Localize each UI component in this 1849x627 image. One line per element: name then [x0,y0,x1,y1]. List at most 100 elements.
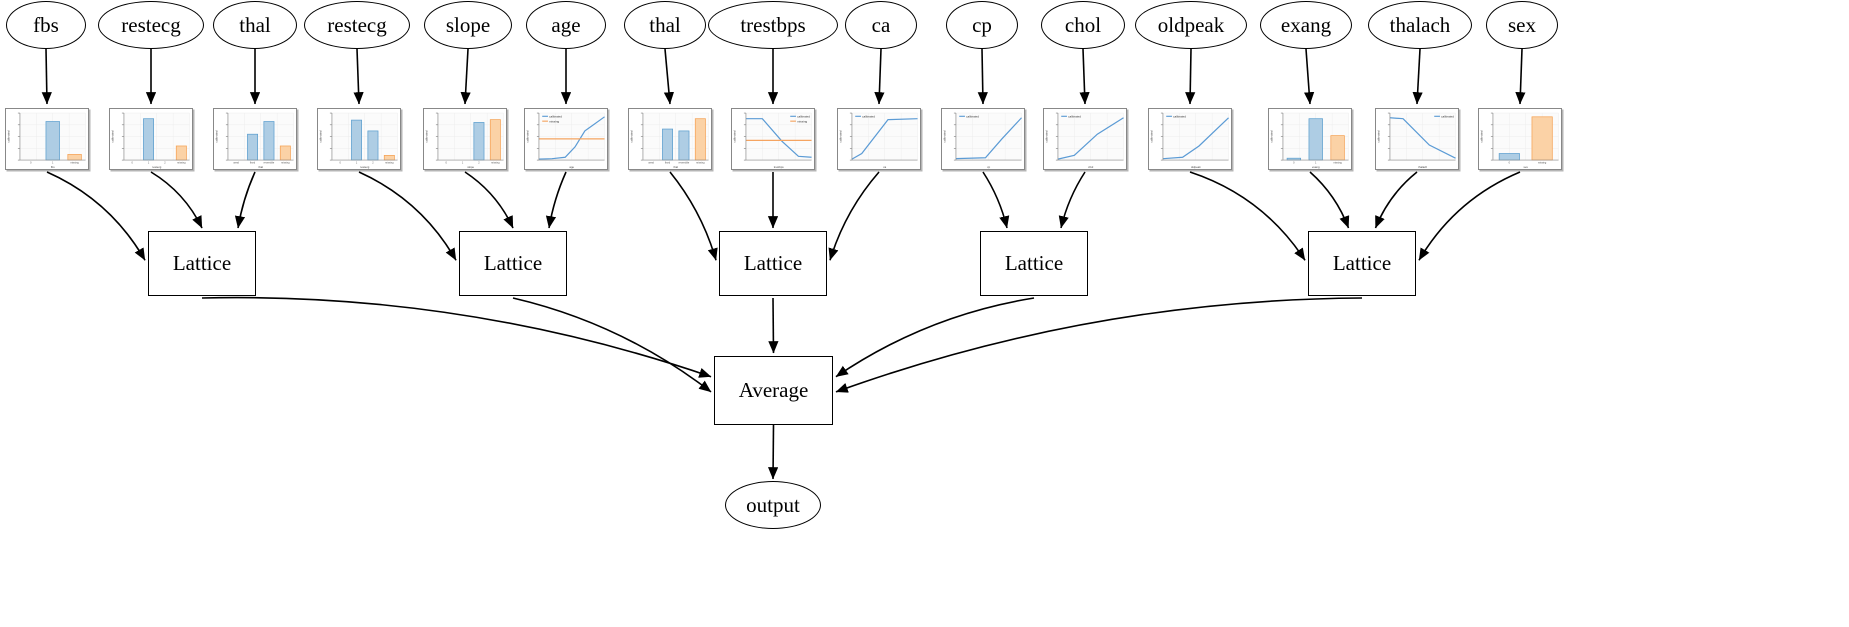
input-node-label: fbs [33,12,59,37]
svg-text:2: 2 [478,161,480,164]
calibration-plot-oldpeak-11: calibrated calibrated oldpeak [1148,108,1232,170]
input-node-slope-4[interactable]: slope [424,1,512,49]
svg-text:calibrated: calibrated [1044,130,1048,142]
svg-text:missing: missing [1333,161,1342,164]
svg-text:2: 2 [164,161,166,164]
input-node-trestbps-7[interactable]: trestbps [708,1,838,49]
svg-text:calibrated: calibrated [549,115,562,119]
svg-text:calibrated: calibrated [424,130,428,142]
input-node-label: exang [1280,12,1332,37]
input-node-restecg-1[interactable]: restecg [98,1,204,49]
input-node-label: thalach [1389,12,1451,37]
input-node-thal-2[interactable]: thal [213,1,297,49]
svg-text:areal: areal [233,161,239,164]
svg-text:fbs: fbs [51,165,55,169]
svg-text:sex: sex [1524,165,1529,169]
svg-text:restecg: restecg [360,165,370,169]
svg-text:reversible: reversible [264,161,275,164]
svg-text:missing: missing [281,161,290,164]
input-node-label: thal [649,12,681,37]
svg-text:calibrated: calibrated [214,130,218,142]
svg-text:calibrated: calibrated [525,130,529,142]
svg-text:2: 2 [372,161,374,164]
svg-text:calibrated: calibrated [1376,130,1380,142]
input-node-chol-10[interactable]: chol [1041,1,1125,49]
svg-text:1: 1 [52,161,54,164]
lattice-node-4[interactable]: Lattice [1308,231,1416,296]
input-node-age-5[interactable]: age [526,1,606,49]
svg-text:areal: areal [648,161,654,164]
input-node-label: slope [445,12,491,37]
input-node-oldpeak-11[interactable]: oldpeak [1135,1,1247,49]
average-node[interactable]: Average [714,356,833,425]
svg-text:0: 0 [30,161,32,164]
svg-text:calibrated: calibrated [318,130,322,142]
input-node-label: chol [1064,12,1102,37]
svg-text:slope: slope [467,165,474,169]
lattice-label: Lattice [1332,251,1392,275]
svg-text:calibrated: calibrated [732,130,736,142]
svg-text:thal: thal [673,165,678,169]
lattice-label: Lattice [1004,251,1064,275]
input-node-label: ca [871,12,891,37]
svg-text:ca: ca [883,165,886,169]
svg-text:missing: missing [70,161,79,164]
svg-text:oldpeak: oldpeak [1191,165,1201,169]
lattice-node-1[interactable]: Lattice [459,231,567,296]
svg-text:calibrated: calibrated [1149,130,1153,142]
input-node-ca-8[interactable]: ca [845,1,917,49]
svg-text:missing: missing [549,119,559,123]
input-node-label: age [551,12,581,37]
input-node-thalach-13[interactable]: thalach [1368,1,1472,49]
lattice-node-2[interactable]: Lattice [719,231,827,296]
svg-text:thal: thal [258,165,263,169]
svg-text:restecg: restecg [152,165,162,169]
svg-text:chol: chol [1088,165,1093,169]
svg-text:calibrated: calibrated [1173,115,1186,119]
svg-text:calibrated: calibrated [942,130,946,142]
input-node-restecg-3[interactable]: restecg [304,1,410,49]
svg-text:0: 0 [445,161,447,164]
svg-text:age: age [569,165,574,169]
svg-text:calibrated: calibrated [629,130,633,142]
svg-text:1: 1 [148,161,150,164]
svg-text:1: 1 [356,161,358,164]
output-node[interactable]: output [725,481,821,529]
svg-text:reversible: reversible [679,161,690,164]
lattice-node-3[interactable]: Lattice [980,231,1088,296]
calibration-plot-thal-6: calibrated thal areal fixed reversible missin… [628,108,712,170]
input-node-label: trestbps [740,12,806,37]
lattice-label: Lattice [172,251,232,275]
input-node-fbs-0[interactable]: fbs [6,1,86,49]
input-node-thal-6[interactable]: thal [624,1,706,49]
input-node-label: thal [239,12,271,37]
svg-text:missing: missing [797,119,807,123]
svg-text:calibrated: calibrated [966,115,979,119]
svg-text:fixed: fixed [665,161,671,164]
svg-text:missing: missing [177,161,186,164]
svg-text:0: 0 [339,161,341,164]
input-node-sex-14[interactable]: sex [1486,1,1558,49]
svg-text:missing: missing [696,161,705,164]
svg-text:calibrated: calibrated [110,130,114,142]
lattice-node-0[interactable]: Lattice [148,231,256,296]
svg-text:0: 0 [1293,161,1295,164]
svg-text:missing: missing [385,161,394,164]
average-label: Average [738,378,809,402]
svg-text:calibrated: calibrated [838,130,842,142]
input-node-cp-9[interactable]: cp [946,1,1018,49]
svg-text:calibrated: calibrated [1441,115,1454,119]
input-node-exang-12[interactable]: exang [1260,1,1352,49]
calibration-plot-restecg-3: calibrated restecg 0 1 2 missing [317,108,401,170]
svg-text:calibrated: calibrated [6,130,10,142]
